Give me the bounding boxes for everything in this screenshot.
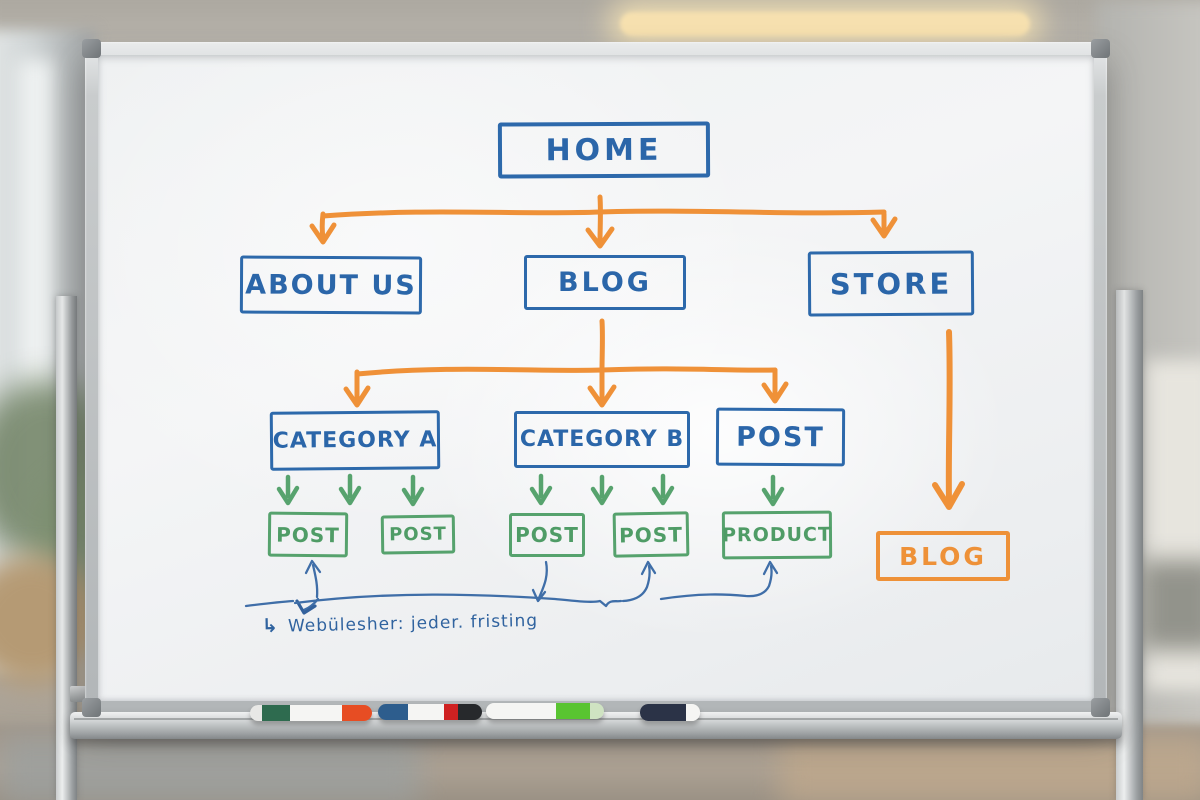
node-product: PRODUCT xyxy=(721,510,833,560)
frame-corner-cap xyxy=(82,39,101,58)
node-post-a2: POST xyxy=(380,514,456,555)
frame-corner-cap xyxy=(1091,698,1110,717)
frame-corner-cap xyxy=(1091,39,1110,58)
pen-annotation-lines xyxy=(244,559,779,615)
whiteboard-frame xyxy=(82,39,1110,717)
node-blog-orange: BLOG xyxy=(876,531,1010,581)
node-category-a: CATEGORY A xyxy=(269,410,441,471)
whiteboard-marker-lime xyxy=(486,703,604,719)
node-store: STORE xyxy=(807,250,975,317)
stand-post-left xyxy=(56,296,77,800)
whiteboard-marker-navy xyxy=(640,704,700,721)
node-post-parent: POST xyxy=(715,407,846,467)
arrow-blog-fanout xyxy=(343,318,789,408)
node-category-b: CATEGORY B xyxy=(514,411,690,468)
arrows-green-children xyxy=(276,473,785,507)
node-post-b1: POST xyxy=(509,513,585,557)
marker-tray-ridge xyxy=(74,718,1118,720)
node-post-b2: POST xyxy=(612,511,690,558)
frame-corner-cap xyxy=(82,698,101,717)
whiteboard-marker-blue xyxy=(378,704,482,720)
arrow-home-fanout xyxy=(309,194,898,249)
node-about-us: ABOUT US xyxy=(239,255,423,315)
note-arrow-glyph: ↳ xyxy=(261,614,280,638)
node-post-a1: POST xyxy=(267,511,349,558)
node-blog: BLOG xyxy=(524,255,686,310)
node-home: HOME xyxy=(497,121,711,179)
arrow-store-to-blog xyxy=(932,329,965,510)
whiteboard-surface xyxy=(98,55,1094,701)
whiteboard-marker-green-orange xyxy=(250,705,372,721)
